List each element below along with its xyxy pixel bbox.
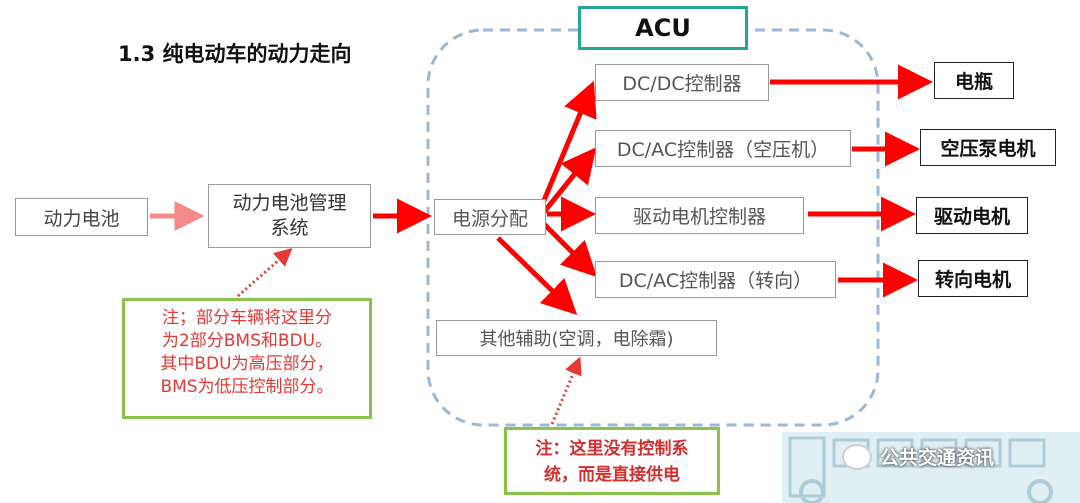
watermark: 公共交通资讯 xyxy=(842,443,994,470)
node-auxiliary: 其他辅助(空调，电除霜) xyxy=(436,320,717,356)
pointer-note1-to-bms xyxy=(237,248,293,298)
note-direct-supply: 注：这里没有控制系 统，而是直接供电 xyxy=(504,427,720,495)
arrow-to-dcdc xyxy=(537,80,597,211)
node-battery-12v: 电瓶 xyxy=(934,62,1014,99)
node-bms-line2: 系统 xyxy=(270,217,309,239)
node-steering-motor: 转向电机 xyxy=(918,260,1028,297)
node-bms-line1: 动力电池管理 xyxy=(232,192,347,214)
acu-label: ACU xyxy=(578,6,748,50)
note2-line: 统，而是直接供电 xyxy=(544,465,680,485)
node-drive-motor-controller: 驱动电机控制器 xyxy=(595,197,804,234)
arrow-to-dcac-ac xyxy=(542,147,597,214)
node-power-distribution: 电源分配 xyxy=(434,199,546,235)
note1-line: 其中BDU为高压部分， xyxy=(160,354,334,374)
pointer-note2-to-aux xyxy=(550,356,582,425)
note1-line: 注；部分车辆将这里分 xyxy=(162,308,332,328)
node-air-pump-motor: 空压泵电机 xyxy=(920,129,1056,166)
diagram-title: 1.3 纯电动车的动力走向 xyxy=(118,42,352,66)
node-dcac-steering: DC/AC控制器（转向） xyxy=(595,261,836,298)
note-bms-bdu: 注；部分车辆将这里分 为2部分BMS和BDU。 其中BDU为高压部分， BMS为… xyxy=(122,298,372,419)
note1-line: BMS为低压控制部分。 xyxy=(160,377,334,397)
node-dcdc-controller: DC/DC控制器 xyxy=(595,64,769,101)
wechat-icon xyxy=(842,443,872,470)
bus-watermark-graphic xyxy=(782,432,1080,503)
arrow-to-aux xyxy=(496,236,578,315)
note2-line: 注：这里没有控制系 xyxy=(535,439,689,459)
node-power-battery: 动力电池 xyxy=(15,198,148,236)
node-drive-motor: 驱动电机 xyxy=(916,197,1028,234)
arrow-to-dcac-steer xyxy=(540,220,598,278)
watermark-text: 公共交通资讯 xyxy=(880,447,995,469)
node-bms: 动力电池管理 系统 xyxy=(208,184,371,248)
note1-line: 为2部分BMS和BDU。 xyxy=(161,331,333,351)
node-dcac-air-compressor: DC/AC控制器（空压机） xyxy=(595,130,851,167)
